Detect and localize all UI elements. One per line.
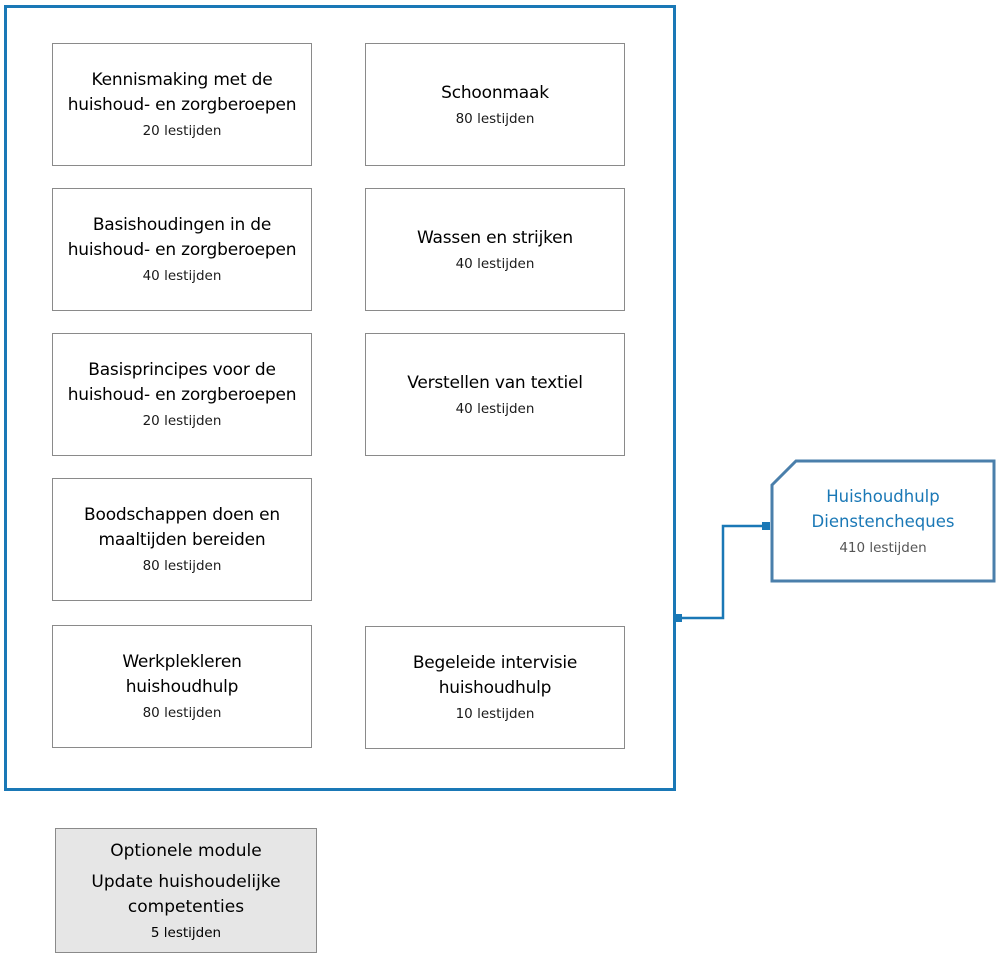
module-title: Wassen en strijken — [417, 227, 573, 248]
connector-end-marker — [762, 522, 770, 530]
module-title: Basisprincipes voor de huishoud- en zorg… — [67, 360, 297, 405]
module-hours: 80 lestijden — [142, 705, 222, 721]
module-box: Begeleide intervisie huishoudhulp 10 les… — [365, 626, 625, 749]
module-hours: 20 lestijden — [142, 123, 222, 139]
qualification-hours: 410 lestijden — [839, 540, 927, 556]
module-title: Basishoudingen in de huishoud- en zorgbe… — [67, 215, 297, 260]
module-title: Boodschappen doen en maaltijden bereiden — [84, 505, 280, 550]
module-hours: 80 lestijden — [142, 558, 222, 574]
optional-module-label: Optionele module — [110, 840, 262, 861]
module-title: Begeleide intervisie huishoudhulp — [412, 653, 578, 698]
optional-module-hours: 5 lestijden — [150, 924, 222, 941]
qualification-title: Huishoudhulp Dienstencheques — [811, 487, 955, 531]
optional-module-box: Optionele module Update huishoudelijke c… — [55, 828, 317, 953]
module-box: Werkplekleren huishoudhulp 80 lestijden — [52, 625, 312, 748]
module-title: Werkplekleren huishoudhulp — [122, 652, 242, 697]
module-hours: 20 lestijden — [142, 413, 222, 429]
module-title: Verstellen van textiel — [407, 372, 583, 393]
module-title: Kennismaking met de huishoud- en zorgber… — [67, 70, 297, 115]
module-hours: 40 lestijden — [142, 268, 222, 284]
module-hours: 40 lestijden — [455, 255, 535, 272]
module-box: Wassen en strijken 40 lestijden — [365, 188, 625, 311]
optional-module-title: Update huishoudelijke competenties — [91, 871, 281, 917]
module-box: Verstellen van textiel 40 lestijden — [365, 333, 625, 456]
module-box: Boodschappen doen en maaltijden bereiden… — [52, 478, 312, 601]
module-hours: 10 lestijden — [455, 706, 535, 722]
program-frame — [4, 5, 676, 791]
module-box: Basisprincipes voor de huishoud- en zorg… — [52, 333, 312, 456]
module-hours: 80 lestijden — [455, 110, 535, 127]
qualification-box-shape — [770, 459, 996, 583]
module-title: Schoonmaak — [441, 82, 549, 103]
module-hours: 40 lestijden — [455, 400, 535, 417]
qualification-box: Huishoudhulp Dienstencheques 410 lestijd… — [770, 459, 996, 583]
module-box: Basishoudingen in de huishoud- en zorgbe… — [52, 188, 312, 311]
module-box: Kennismaking met de huishoud- en zorgber… — [52, 43, 312, 166]
module-box: Schoonmaak 80 lestijden — [365, 43, 625, 166]
